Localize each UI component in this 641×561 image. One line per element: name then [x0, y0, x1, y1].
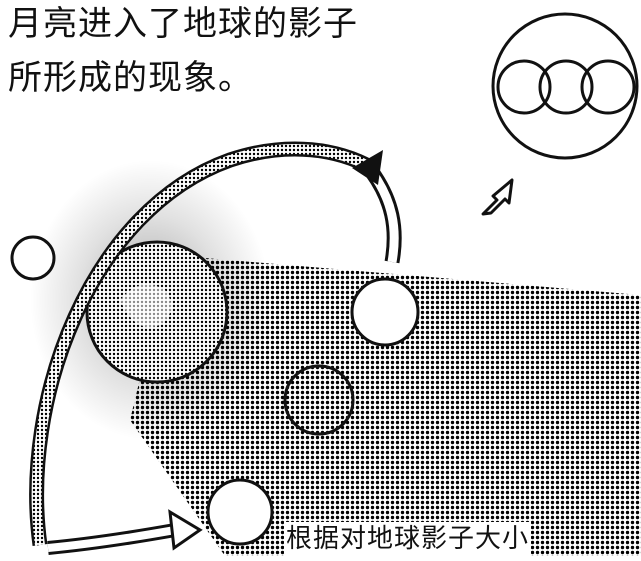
caption-bottom: 根据对地球影子大小 [284, 522, 532, 556]
caption-line-2: 所形成的现象。 [8, 58, 253, 98]
earth-continent-highlight [120, 284, 172, 328]
orbit-arrow-outer-fill [31, 143, 375, 546]
orbit-arrowhead-top [352, 150, 383, 185]
inset-moon-center [538, 59, 594, 115]
moon-position-3 [206, 478, 274, 546]
caption-line-1: 月亮进入了地球的影子 [8, 4, 358, 44]
inset-moon-right [580, 59, 636, 115]
moon-position-2 [283, 364, 355, 436]
inset-moon-left [496, 59, 552, 115]
orbit-arrowhead-bottom [168, 509, 203, 551]
sun-icon [10, 235, 56, 281]
pointer-arrow-icon [481, 178, 514, 216]
inset-shadow-size-circle [491, 12, 639, 160]
moon-position-1 [350, 277, 420, 347]
